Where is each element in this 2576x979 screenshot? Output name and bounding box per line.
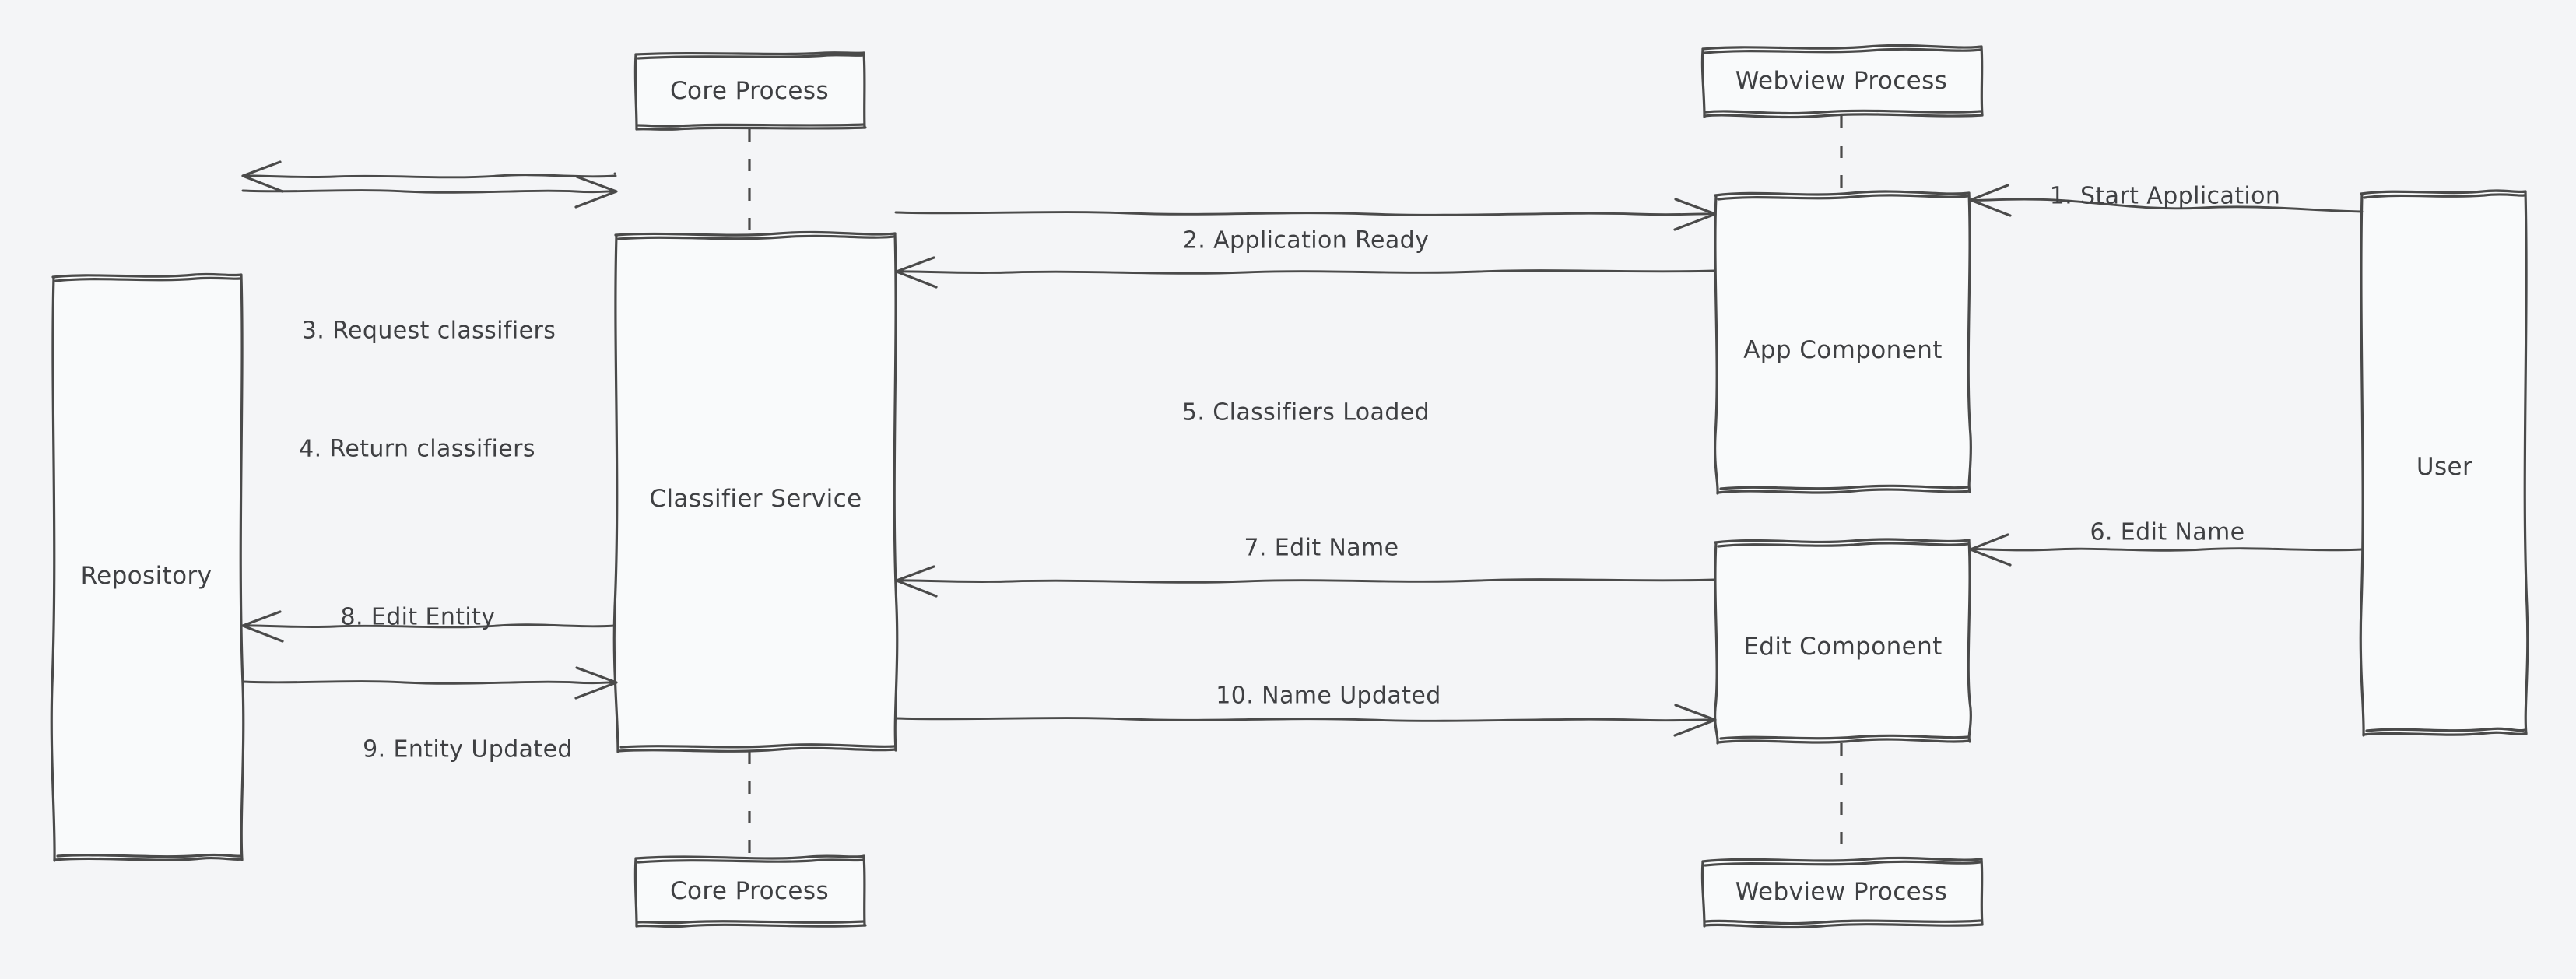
message-label-1: 1. Start Application	[2049, 182, 2281, 210]
participant-label-edit-component: Edit Component	[1743, 633, 1943, 661]
message-label-6: 6. Edit Name	[2090, 518, 2245, 546]
participant-label-app-component: App Component	[1743, 336, 1943, 364]
message-arrow-4-return-classifiers	[241, 175, 618, 209]
message-arrow-6-edit-name	[1969, 533, 2364, 567]
process-box-core-bottom	[633, 854, 867, 928]
message-arrow-1-start-application	[1969, 184, 2364, 217]
message-arrow-5-classifiers-loaded	[894, 198, 1717, 231]
process-label-core-bottom: Core Process	[670, 877, 829, 905]
process-box-webview-top	[1700, 44, 1984, 119]
participant-bar-user	[2359, 189, 2529, 737]
participant-label-repository: Repository	[80, 562, 212, 590]
message-label-2: 2. Application Ready	[1182, 226, 1430, 254]
participant-label-user: User	[2416, 453, 2473, 481]
process-label-webview-bottom: Webview Process	[1735, 878, 1948, 906]
participant-bar-app-component	[1714, 190, 1972, 495]
message-label-4: 4. Return classifiers	[299, 435, 535, 463]
message-label-9: 9. Entity Updated	[363, 735, 573, 763]
process-label-webview-top: Webview Process	[1735, 67, 1948, 95]
message-label-8: 8. Edit Entity	[340, 603, 496, 631]
participant-bar-repository	[50, 272, 245, 862]
message-arrow-10-name-updated	[894, 704, 1717, 737]
message-arrow-3-request-classifiers	[241, 160, 617, 193]
message-arrow-9-entity-updated	[241, 666, 618, 700]
process-label-core-top: Core Process	[670, 77, 829, 105]
participant-bar-edit-component	[1713, 538, 1973, 745]
message-label-10: 10. Name Updated	[1216, 682, 1441, 710]
message-label-5: 5. Classifiers Loaded	[1181, 398, 1430, 426]
message-label-3: 3. Request classifiers	[301, 317, 556, 345]
process-box-webview-bottom	[1700, 856, 1984, 929]
message-arrow-2-application-ready	[895, 256, 1716, 289]
message-label-7: 7. Edit Name	[1244, 534, 1399, 562]
process-box-core-top	[633, 51, 867, 131]
message-arrow-7-edit-name	[895, 565, 1716, 598]
message-arrow-8-edit-entity	[241, 610, 616, 643]
participant-label-classifier-service: Classifier Service	[649, 485, 862, 513]
participant-bar-classifier-service	[612, 230, 899, 753]
